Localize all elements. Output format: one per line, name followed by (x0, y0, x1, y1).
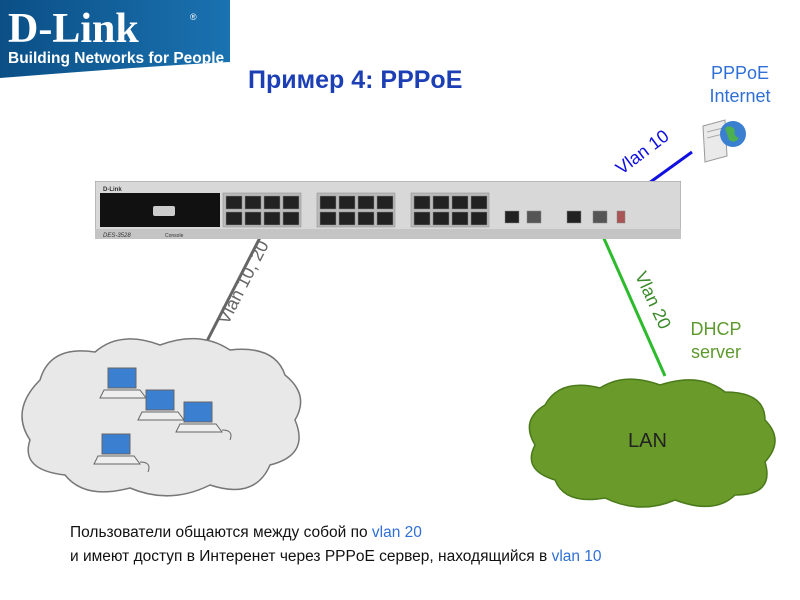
svg-text:DES-3528: DES-3528 (103, 233, 131, 239)
svg-text:D-Link: D-Link (103, 187, 122, 193)
internet-label-line2: Internet (709, 86, 771, 106)
slide-title: Пример 4: PPPoE (248, 66, 463, 94)
caption-line1-vlan: vlan 20 (371, 524, 422, 541)
internet-label: PPPoE Internet (700, 62, 780, 108)
caption-line-1: Пользователи общаются между собой по vla… (70, 524, 422, 542)
users-link (203, 221, 270, 346)
svg-text:Building Networks for People: Building Networks for People (8, 50, 225, 67)
caption-line2-text: и имеют доступ в Интеренет через PPPoE с… (70, 548, 552, 565)
internet-label-line1: PPPoE (710, 63, 770, 83)
switch-device: D-Link DES-3528 Console (95, 181, 681, 239)
server-globe-icon (702, 119, 746, 163)
caption-line1-text: Пользователи общаются между собой по (70, 524, 372, 541)
dhcp-label-line1: DHCP (690, 319, 742, 339)
caption-line-2: и имеют доступ в Интеренет через PPPoE с… (70, 548, 602, 566)
lan-link (596, 224, 667, 377)
dlink-logo: D-Link ® Building Networks for People (0, 0, 230, 78)
lan-cloud (528, 378, 776, 508)
laptop-icons (93, 367, 232, 473)
caption-line2-vlan: vlan 10 (551, 548, 602, 565)
dhcp-label-line2: server (690, 342, 741, 362)
svg-text:Console: Console (165, 233, 184, 239)
svg-text:®: ® (190, 12, 197, 22)
svg-text:D-Link: D-Link (8, 6, 139, 52)
dhcp-server-label: DHCP server (683, 318, 749, 364)
lan-label: LAN (628, 430, 667, 452)
